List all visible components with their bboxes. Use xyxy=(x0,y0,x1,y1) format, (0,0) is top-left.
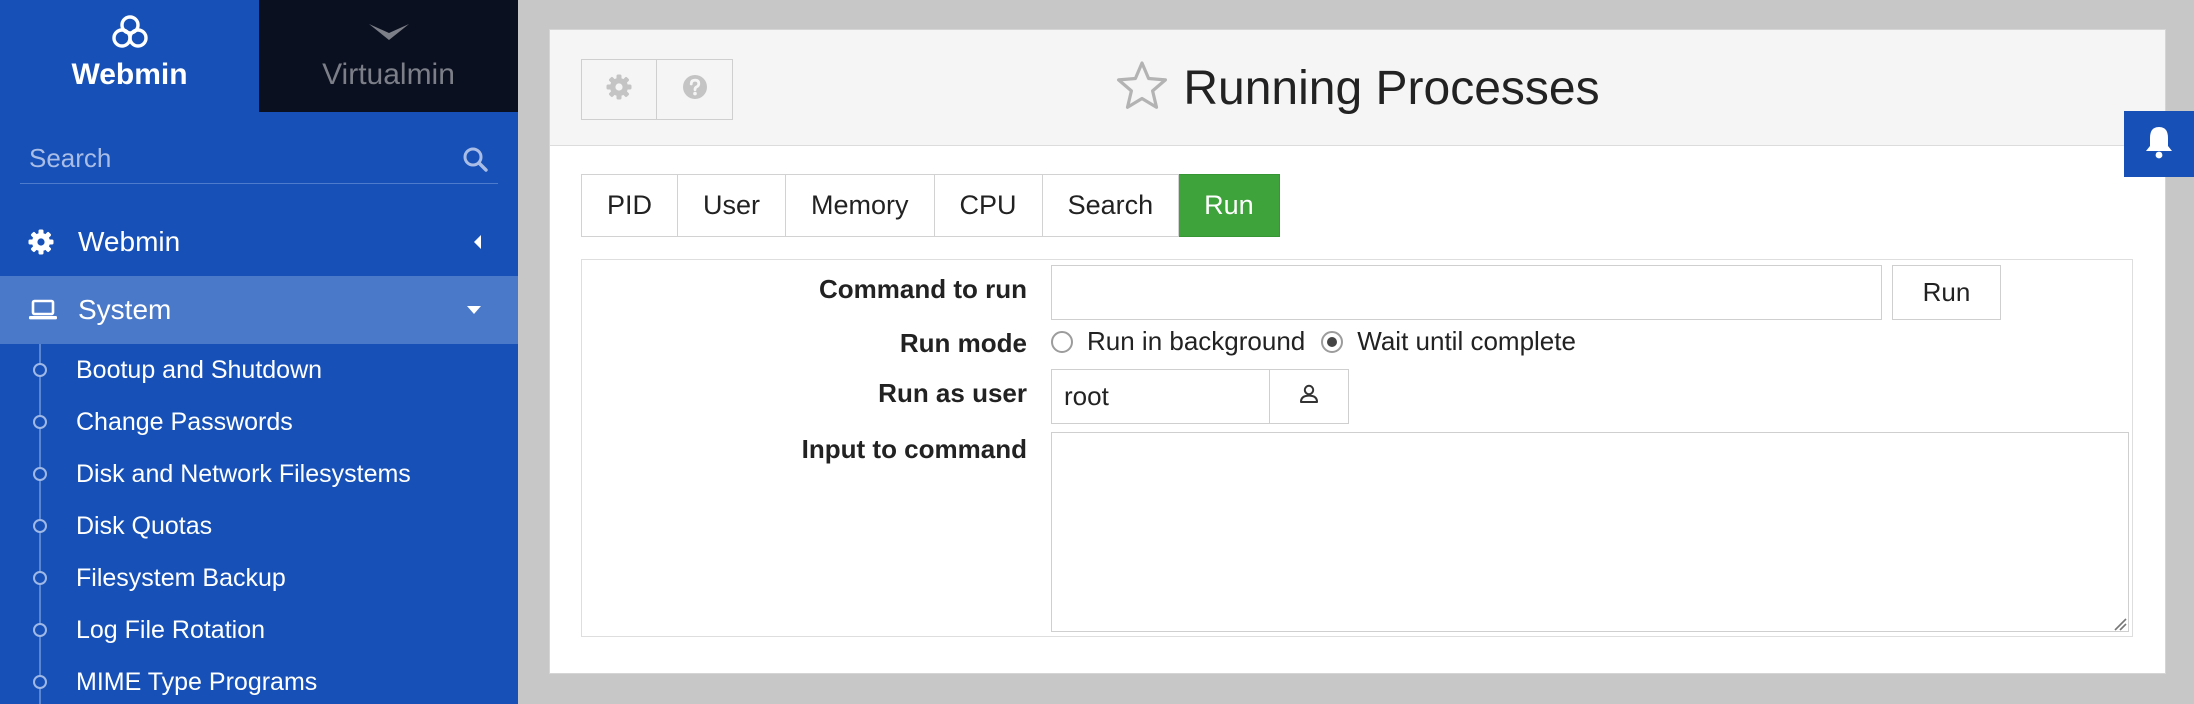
bullet-icon xyxy=(33,415,47,429)
help-button[interactable] xyxy=(657,59,733,120)
sidebar-section-label: Webmin xyxy=(78,226,181,257)
module-config-button[interactable] xyxy=(581,59,657,120)
resize-grip-icon[interactable] xyxy=(2113,617,2127,636)
page-title: Running Processes xyxy=(550,60,2165,117)
search-icon[interactable] xyxy=(462,146,488,177)
webmin-tab-label: Webmin xyxy=(71,58,188,91)
tab-user[interactable]: User xyxy=(678,174,787,237)
laptop-icon xyxy=(28,299,68,321)
sidebar-item-disk-and-network-filesystems[interactable]: Disk and Network Filesystems xyxy=(0,448,518,500)
brand-switcher: Webmin Virtualmin xyxy=(0,0,518,112)
star-icon[interactable] xyxy=(1115,60,1169,117)
sidebar-section-webmin[interactable]: Webmin xyxy=(0,208,518,276)
panel-header: Running Processes xyxy=(550,30,2165,146)
caret-down-icon xyxy=(466,276,482,344)
run-as-user-input[interactable] xyxy=(1051,369,1270,424)
notifications-button[interactable] xyxy=(2124,111,2194,177)
sidebar-item-label: Disk Quotas xyxy=(76,511,213,540)
sidebar-item-label: Disk and Network Filesystems xyxy=(76,459,411,488)
sidebar: Webmin Virtualmin xyxy=(0,0,518,704)
gear-icon xyxy=(28,229,68,255)
virtualmin-tab[interactable]: Virtualmin xyxy=(259,0,518,112)
sidebar-item-label: Change Passwords xyxy=(76,407,293,436)
gear-icon xyxy=(606,74,632,105)
user-icon xyxy=(1297,382,1321,411)
sidebar-item-filesystem-backup[interactable]: Filesystem Backup xyxy=(0,552,518,604)
tab-run[interactable]: Run xyxy=(1179,174,1280,237)
sidebar-item-label: Filesystem Backup xyxy=(76,563,286,592)
help-icon xyxy=(682,74,708,105)
input-to-command-textarea[interactable] xyxy=(1051,432,2129,632)
sidebar-item-label: Log File Rotation xyxy=(76,615,266,644)
radio-label: Wait until complete xyxy=(1357,326,1576,356)
tab-cpu[interactable]: CPU xyxy=(934,174,1043,237)
virtualmin-logo-icon xyxy=(367,12,411,52)
bullet-icon xyxy=(33,571,47,585)
mode-tabs: PID User Memory CPU Search Run xyxy=(581,174,1280,237)
sidebar-section-system[interactable]: System xyxy=(0,276,518,344)
command-input[interactable] xyxy=(1051,265,1882,320)
run-button[interactable]: Run xyxy=(1892,265,2001,320)
sidebar-item-label: Bootup and Shutdown xyxy=(76,355,323,384)
sidebar-search-input[interactable] xyxy=(20,134,498,182)
radio-run-in-background[interactable] xyxy=(1051,330,1073,353)
sidebar-item-log-file-rotation[interactable]: Log File Rotation xyxy=(0,604,518,656)
caret-left-icon xyxy=(472,208,482,276)
command-label: Command to run xyxy=(819,274,1027,304)
sidebar-item-bootup-and-shutdown[interactable]: Bootup and Shutdown xyxy=(0,344,518,396)
run-mode-options: Run in background Wait until complete xyxy=(1051,326,1592,357)
bullet-icon xyxy=(33,467,47,481)
virtualmin-tab-label: Virtualmin xyxy=(322,58,455,91)
sidebar-item-label: MIME Type Programs xyxy=(76,667,318,696)
tab-search[interactable]: Search xyxy=(1042,174,1180,237)
webmin-tab[interactable]: Webmin xyxy=(0,0,259,112)
page-title-text: Running Processes xyxy=(1183,62,1600,115)
radio-label: Run in background xyxy=(1087,326,1306,356)
webmin-logo-icon xyxy=(111,12,149,52)
main-panel: Running Processes PID User Memory CPU Se… xyxy=(549,29,2166,674)
run-command-form: Command to run Run Run mode Run in backg… xyxy=(581,259,2133,637)
run-as-user-label: Run as user xyxy=(878,378,1027,408)
radio-wait-until-complete[interactable] xyxy=(1321,330,1344,353)
bullet-icon xyxy=(33,363,47,377)
tab-memory[interactable]: Memory xyxy=(786,174,935,237)
sidebar-search xyxy=(20,134,498,184)
sidebar-section-label: System xyxy=(78,294,172,325)
input-to-command-label: Input to command xyxy=(801,434,1027,464)
bullet-icon xyxy=(33,623,47,637)
run-mode-label: Run mode xyxy=(899,328,1027,358)
sidebar-system-items: Bootup and Shutdown Change Passwords Dis… xyxy=(0,344,518,704)
bullet-icon xyxy=(33,519,47,533)
bell-icon xyxy=(2142,124,2176,165)
sidebar-item-disk-quotas[interactable]: Disk Quotas xyxy=(0,500,518,552)
user-picker-button[interactable] xyxy=(1270,369,1349,424)
header-button-group xyxy=(581,59,733,120)
sidebar-item-mime-type-programs[interactable]: MIME Type Programs xyxy=(0,656,518,704)
sidebar-item-change-passwords[interactable]: Change Passwords xyxy=(0,396,518,448)
tab-pid[interactable]: PID xyxy=(581,174,679,237)
bullet-icon xyxy=(33,675,47,689)
